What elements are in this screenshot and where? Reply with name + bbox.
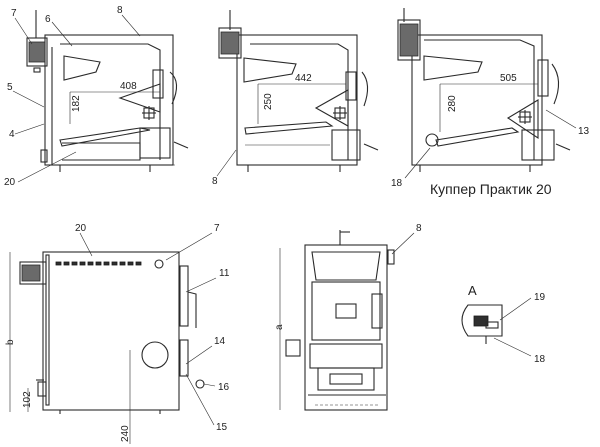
- vent-slots: [55, 261, 142, 266]
- side-section-view-1: 408 182 7 6 8 5 4 20: [4, 5, 189, 188]
- front-elevation-view: a 8: [274, 223, 422, 411]
- dim-182: 182: [71, 95, 82, 112]
- dim-250: 250: [263, 93, 274, 110]
- grate-symbol-2: [333, 106, 347, 120]
- callout-12: 14: [214, 336, 226, 347]
- detail-a-label: А: [468, 283, 477, 298]
- callout-8: 8: [212, 176, 218, 187]
- callout-11: 11: [219, 268, 230, 279]
- grate-symbol-3: [518, 110, 532, 124]
- dim-b: b: [5, 339, 16, 345]
- detail-a-view: А 19 18: [461, 283, 546, 365]
- dim-505: 505: [500, 73, 517, 84]
- dim-280: 280: [447, 95, 458, 112]
- dim-240: 240: [120, 425, 131, 442]
- callout-18: 18: [534, 354, 546, 365]
- dim-408: 408: [120, 81, 137, 92]
- flue-pipe: [26, 37, 48, 67]
- callout-4: 7: [11, 8, 17, 19]
- callout-17: 20: [4, 177, 16, 188]
- side-section-view-3: 505 280 13 18 Куппер Практик 20: [391, 8, 590, 197]
- callout-14: 16: [218, 382, 230, 393]
- side-section-view-2: 442 250 8: [212, 10, 379, 187]
- callout-1: 4: [9, 129, 15, 140]
- dim-a: a: [274, 324, 285, 330]
- callout-13: 15: [216, 422, 228, 433]
- dim-442: 442: [295, 73, 312, 84]
- callout-16: 13: [578, 126, 590, 137]
- callout-15: 18: [391, 178, 403, 189]
- grate-symbol-1: [142, 106, 156, 120]
- callout-19: 19: [534, 292, 546, 303]
- callout-20: 20: [75, 223, 87, 234]
- callout-5: 8: [117, 5, 123, 16]
- dim-102: 102: [22, 391, 33, 408]
- callout-2: 5: [7, 82, 13, 93]
- model-caption: Куппер Практик 20: [430, 181, 552, 197]
- callout-3: 6: [45, 14, 51, 25]
- callout-7: 8: [416, 223, 422, 234]
- side-elevation-view: b 102 240 20 7 11 14 16 15: [5, 223, 230, 444]
- callout-6: 7: [214, 223, 220, 234]
